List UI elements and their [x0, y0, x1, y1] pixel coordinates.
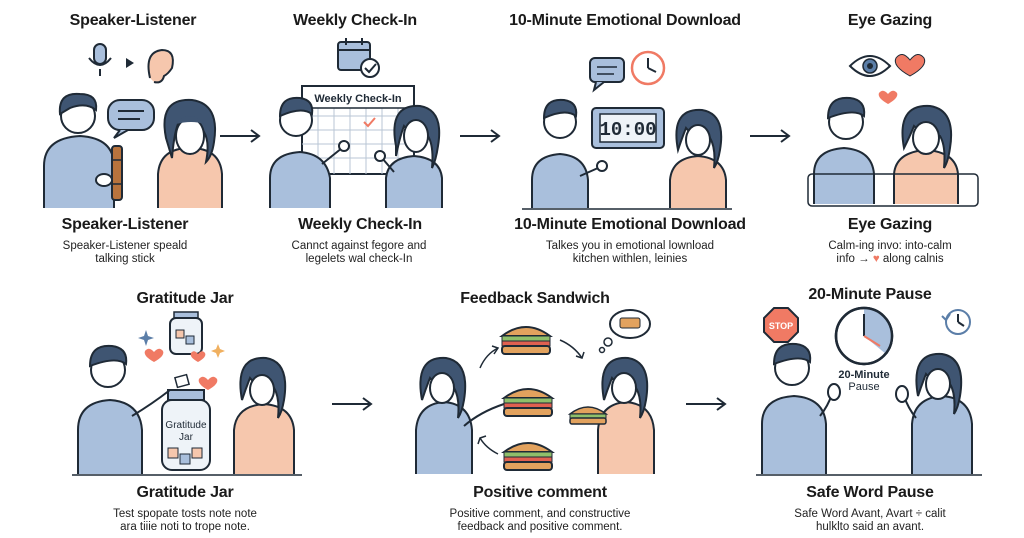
weekly-check-in-illustration: Weekly Check-In: [269, 38, 443, 208]
sandwich-icon: [567, 406, 609, 425]
jar-icon: [161, 389, 211, 471]
panel-label: 10-Minute Emotional Download: [514, 216, 746, 233]
cycle-arrow-icon: [477, 339, 585, 455]
panel-desc-line1: Calm-ing invo: into-calm: [828, 240, 952, 252]
speech-bubble-icon: [107, 99, 155, 139]
heart-icon: [190, 351, 206, 362]
flow-arrow-icon: [220, 129, 261, 143]
panel-desc-line1: Cannct against fegore and: [291, 240, 427, 252]
speaker-listener-illustration: [43, 43, 223, 208]
panel-title: 10-Minute Emotional Download: [509, 12, 741, 29]
panel-title: Feedback Sandwich: [460, 290, 610, 307]
panel-desc-line2: ara tiiie noti to trope note.: [120, 521, 250, 533]
sparkle-icon: [138, 330, 154, 346]
jar-label-line2: Jar: [179, 432, 194, 443]
jar-icon: [169, 311, 203, 355]
panel-label: Weekly Check-In: [298, 216, 422, 233]
play-arrow-icon: [126, 58, 134, 68]
panel-desc-line2: legelets wal check-In: [305, 253, 413, 265]
sandwich-icon: [500, 442, 556, 471]
panel-label: Safe Word Pause: [806, 484, 934, 501]
heart-icon: [198, 376, 218, 390]
panel-label: Speaker-Listener: [61, 216, 189, 233]
panel-title: Speaker-Listener: [69, 12, 197, 29]
panel-label: Positive comment: [473, 484, 607, 501]
calendar-check-icon: [337, 38, 380, 78]
panel-label: Gratitude Jar: [136, 484, 234, 501]
panel-label: Eye Gazing: [847, 216, 933, 233]
heart-icon: [144, 348, 164, 362]
sandwich-icon: [500, 388, 556, 417]
stop-sign-label: STOP: [769, 321, 793, 331]
panel-desc-line2: feedback and positive comment.: [457, 521, 623, 533]
eye-gazing-illustration: [807, 54, 979, 207]
board-title: Weekly Check-In: [314, 93, 402, 105]
flow-arrow-icon: [750, 129, 791, 143]
refresh-timer-icon: [941, 309, 971, 335]
desc-text: info →: [836, 253, 873, 265]
panel-desc-line2: info → ♥ along calnis: [800, 253, 980, 266]
panel-desc-line1: Test spopate tosts note note: [113, 508, 257, 520]
timer-readout: 10:00: [599, 119, 656, 141]
flow-arrow-icon: [460, 129, 501, 143]
gratitude-jar-illustration: Gratitude Jar: [72, 311, 302, 476]
panel-title: Eye Gazing: [847, 12, 933, 29]
heart-icon: [878, 90, 898, 104]
heart-icon: ♥: [872, 253, 880, 265]
emotional-download-illustration: 10:00: [522, 50, 732, 210]
sparkle-icon: [211, 344, 225, 358]
stop-sign-icon: [763, 307, 799, 343]
panel-desc-line1: Safe Word Avant, Avart ÷ calit: [794, 508, 946, 520]
feedback-sandwich-illustration: [415, 309, 655, 474]
panel-desc-line1: Talkes you in emotional lownload: [545, 240, 715, 252]
clock-icon: [834, 306, 894, 366]
digital-timer-icon: [591, 107, 665, 149]
flow-arrow-icon: [686, 397, 727, 411]
eye-icon: [848, 55, 892, 77]
panel-desc-line2: talking stick: [95, 253, 155, 265]
ear-icon: [147, 48, 174, 84]
flow-arrow-icon: [332, 397, 373, 411]
panel-desc-line2: kitchen withlen, leinies: [572, 253, 688, 265]
microphone-icon: [88, 43, 112, 76]
thought-bubble-icon: [598, 309, 651, 354]
pause-illustration: STOP 20-Minute Pause: [756, 306, 982, 476]
speech-bubble-icon: [589, 57, 625, 93]
clock-icon: [630, 50, 666, 86]
panel-desc-line2: hulklto said an avant.: [815, 521, 925, 533]
heart-icon: [894, 54, 926, 77]
jar-label-line1: Gratitude: [165, 420, 207, 431]
panel-title: Gratitude Jar: [136, 290, 234, 307]
clock-caption-line1: 20-Minute: [838, 369, 889, 381]
sandwich-icon: [498, 326, 554, 355]
talking-stick-icon: [111, 145, 123, 201]
note-icon: [173, 373, 191, 389]
desc-text: along calnis: [879, 253, 944, 265]
panel-title: Weekly Check-In: [293, 12, 417, 29]
panel-desc-line1: Speaker-Listener speald: [62, 240, 188, 252]
panel-title: 20-Minute Pause: [808, 286, 932, 303]
panel-desc-line1: Positive comment, and constructive: [449, 508, 631, 520]
clock-caption-line2: Pause: [848, 381, 879, 393]
